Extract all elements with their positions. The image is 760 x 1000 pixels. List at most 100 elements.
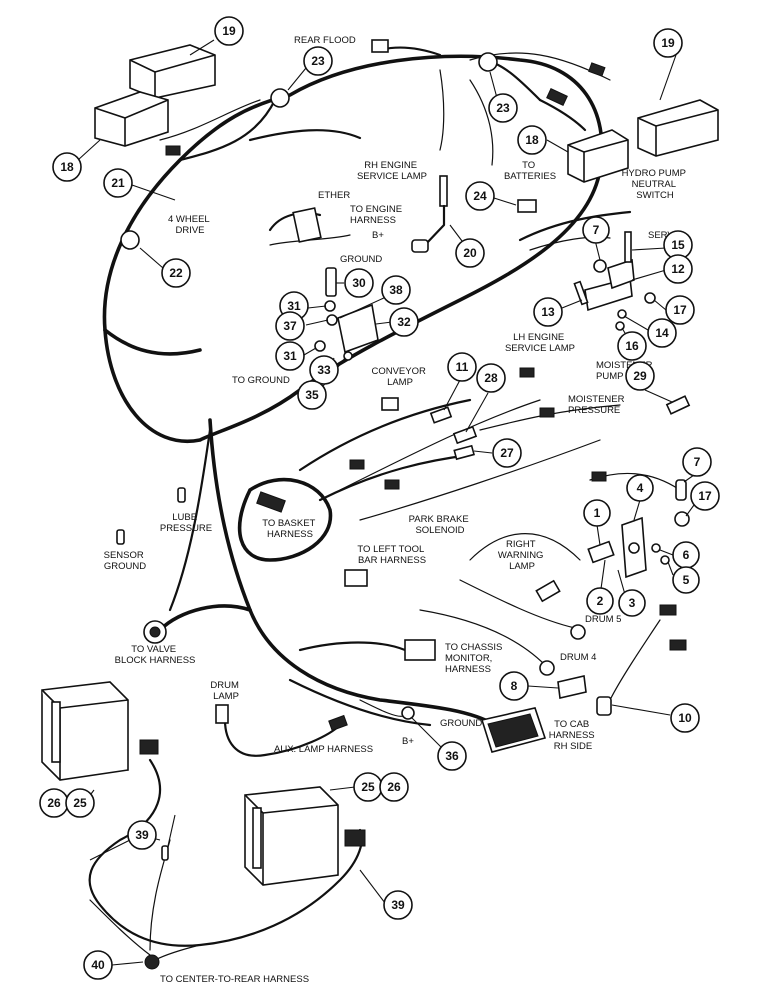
svg-text:10: 10 (678, 711, 692, 725)
callout-20: 20 (455, 238, 485, 268)
callout-18-left: 18 (52, 152, 82, 182)
label-ground-bottom: GROUND (440, 718, 482, 729)
callout-2: 2 (586, 587, 614, 615)
label-servo: SERVO (648, 230, 681, 241)
label-b-plus-bottom: B+ (402, 736, 414, 747)
svg-text:4: 4 (637, 481, 644, 495)
callout-1: 1 (583, 499, 611, 527)
callout-39-right: 39 (383, 890, 413, 920)
sensor-27 (453, 444, 475, 461)
sensor-29 (665, 395, 691, 415)
label-to-basket-harness: TO BASKET HARNESS (262, 518, 318, 540)
svg-text:18: 18 (525, 133, 539, 147)
callout-24: 24 (465, 181, 495, 211)
aux-lamp-connector (328, 714, 348, 732)
callout-38: 38 (381, 275, 411, 305)
connector-mid-a (349, 459, 365, 470)
callout-19-right: 19 (653, 28, 683, 58)
callout-36: 36 (437, 741, 467, 771)
harness-wires (88, 46, 681, 961)
lamp-25-left-connector (139, 739, 159, 755)
washer-17-lower (674, 511, 690, 527)
callout-33: 33 (309, 355, 339, 385)
work-lamp-25-left (41, 681, 129, 781)
svg-text:14: 14 (655, 326, 669, 340)
warning-lamp-1 (587, 540, 615, 564)
label-rear-flood: REAR FLOOD (294, 35, 356, 46)
label-moistener-pump: MOISTENER PUMP (596, 360, 655, 382)
svg-text:7: 7 (694, 455, 701, 469)
label-moistener-pressure: MOISTENER PRESSURE (568, 394, 627, 416)
svg-text:16: 16 (625, 339, 639, 353)
label-right-warning-lamp: RIGHT WARNING LAMP (498, 539, 546, 572)
callout-37: 37 (275, 311, 305, 341)
svg-text:2: 2 (597, 594, 604, 608)
terminal-36 (401, 706, 415, 720)
callout-40: 40 (83, 950, 113, 980)
callout-22: 22 (161, 258, 191, 288)
connector-mid-b (384, 479, 400, 490)
drum-4-sensor (539, 660, 555, 676)
grommet-23-left (270, 88, 290, 108)
svg-text:6: 6 (683, 548, 690, 562)
drum-lamp-connector (215, 704, 229, 724)
svg-text:27: 27 (500, 446, 514, 460)
callout-7-bottom: 7 (682, 447, 712, 477)
svg-text:35: 35 (305, 388, 319, 402)
conveyor-lamp-connector (381, 397, 399, 411)
callout-12: 12 (663, 254, 693, 284)
svg-text:26: 26 (47, 796, 61, 810)
work-lamp-19-right (637, 99, 719, 157)
svg-text:40: 40 (91, 958, 105, 972)
svg-text:17: 17 (673, 303, 687, 317)
svg-text:19: 19 (222, 24, 236, 38)
tool-bar-connector (344, 569, 368, 587)
label-to-chassis-monitor-harness: TO CHASSIS MONITOR, HARNESS (445, 642, 505, 675)
work-lamp-25-right (244, 786, 339, 886)
callout-17-bottom: 17 (690, 481, 720, 511)
callout-8: 8 (499, 671, 529, 701)
svg-text:31: 31 (283, 349, 297, 363)
connector-24 (517, 199, 537, 213)
bracket-8 (557, 675, 587, 699)
callout-25-right: 25 (353, 772, 383, 802)
ground-terminal-39 (161, 845, 169, 861)
callout-25-left: 25 (65, 788, 95, 818)
svg-text:39: 39 (391, 898, 405, 912)
svg-text:28: 28 (484, 371, 498, 385)
connector-18-left (165, 145, 181, 156)
sensor-11 (429, 406, 453, 424)
label-drum-lamp: DRUM LAMP (210, 680, 241, 702)
sensor-7-lower (675, 479, 687, 501)
label-to-engine-harness: TO ENGINE HARNESS (350, 204, 405, 226)
callout-29: 29 (625, 361, 655, 391)
chassis-monitor-connector (404, 639, 436, 661)
svg-text:1: 1 (594, 506, 601, 520)
svg-text:26: 26 (387, 780, 401, 794)
svg-text:25: 25 (73, 796, 87, 810)
callout-13: 13 (533, 297, 563, 327)
basket-harness-connector (256, 491, 286, 513)
label-drum-5: DRUM 5 (585, 614, 621, 625)
callout-39-left: 39 (127, 820, 157, 850)
svg-text:24: 24 (473, 189, 487, 203)
label-hydro-pump-neutral-switch: HYDRO PUMP NEUTRAL SWITCH (622, 168, 689, 201)
label-aux-lamp-harness: AUX. LAMP HARNESS (274, 744, 373, 755)
connector-moistener-pressure (539, 407, 555, 418)
label-rh-engine-service-lamp: RH ENGINE SERVICE LAMP (357, 160, 427, 182)
rear-flood-connector (371, 39, 389, 53)
callout-16: 16 (617, 331, 647, 361)
svg-text:22: 22 (169, 266, 183, 280)
svg-text:19: 19 (661, 36, 675, 50)
label-sensor-ground: SENSOR GROUND (104, 550, 147, 572)
svg-text:21: 21 (111, 176, 125, 190)
components (41, 39, 719, 970)
svg-text:36: 36 (445, 749, 459, 763)
callout-4: 4 (626, 474, 654, 502)
callout-5: 5 (672, 566, 700, 594)
callout-10: 10 (670, 703, 700, 733)
grommet-22 (120, 230, 140, 250)
svg-text:23: 23 (311, 54, 325, 68)
label-to-left-tool-bar-harness: TO LEFT TOOL BAR HARNESS (357, 544, 426, 566)
lube-pressure-terminal (177, 487, 186, 503)
